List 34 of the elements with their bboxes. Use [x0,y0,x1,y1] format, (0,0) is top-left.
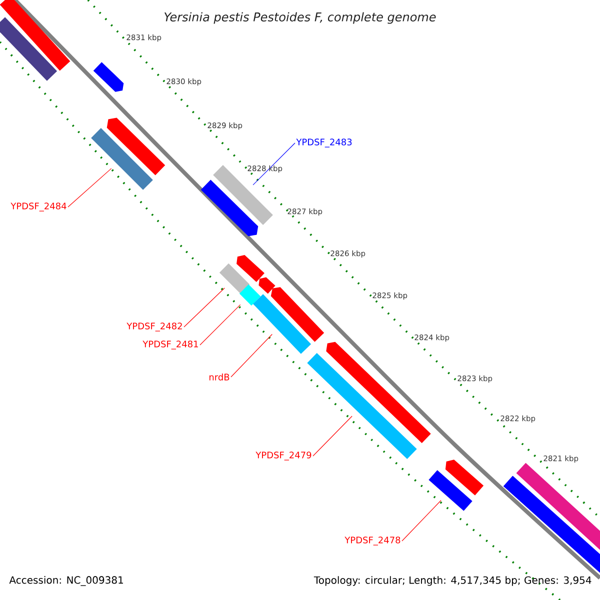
gene-bar [200,180,258,236]
gene-bar [219,263,250,294]
gene-bar [252,294,312,354]
leader-line [402,500,442,542]
gene-bar [326,342,431,444]
gene-label: nrdB [209,374,230,380]
gene-bar [428,470,472,511]
gene-bar [93,62,124,92]
leader-line [252,142,296,186]
gene-label: YPDSF_2479 [256,452,312,460]
gene-label: YPDSF_2481 [142,340,198,350]
leader-line [200,304,241,346]
footer-text: Topology: circular; Length: 4,517,345 bp; Genes: 3,954 [314,576,592,586]
leader-line [184,288,225,328]
gene-label: YPDSF_2482 [126,322,182,332]
gene-bar [258,277,276,294]
gene-label: YPDSF_2484 [10,202,66,212]
leader-line [312,416,352,456]
gene-label: YPDSF_2483 [296,138,352,148]
leader-line [68,168,112,208]
title: Yersinia pestis Pestoides F, complete genome [164,12,436,24]
gene-label: YPDSF_2478 [344,536,400,546]
gene-bar [106,118,166,176]
gene-bar [0,17,58,81]
leader-line [230,334,272,378]
gene-bar [239,284,261,306]
gene-bar [91,128,153,190]
gene-bar [270,287,324,342]
footer-text: Accession: NC_009381 [9,576,123,586]
gene-bar [516,462,600,550]
gene-bar [503,476,600,574]
gene-bar [0,0,70,71]
gene-bar [236,255,264,282]
gene-bar [445,460,484,496]
